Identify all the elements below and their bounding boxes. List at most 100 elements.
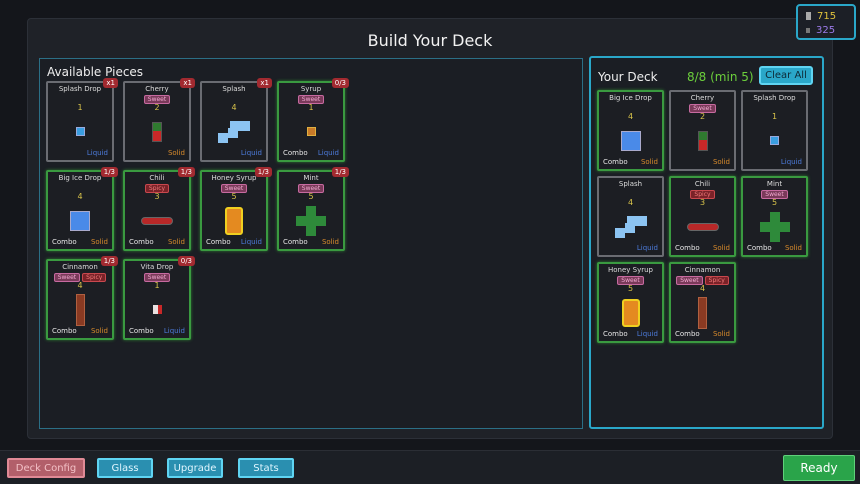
clear-all-button[interactable]: Clear All [759, 66, 813, 85]
deck-count: 8/8 (min 5) [687, 70, 754, 84]
tag-sweet: Sweet [220, 184, 248, 193]
gem-icon [806, 27, 810, 33]
ready-button[interactable]: Ready [783, 455, 855, 481]
combo-label: Combo [603, 330, 628, 338]
honey-icon [599, 296, 662, 329]
kind-label: Solid [712, 330, 730, 338]
piece-value: 5 [231, 192, 237, 201]
piece-value: 5 [627, 284, 634, 293]
your-deck-panel: Your Deck 8/8 (min 5) Clear All Big Ice … [589, 56, 824, 429]
kind-label: Solid [90, 327, 108, 335]
piece-name: Honey Syrup [607, 266, 653, 274]
tag-spicy: Spicy [144, 184, 170, 193]
piece-value: 5 [308, 192, 314, 201]
count-badge: x1 [103, 78, 118, 88]
piece-name: Vita Drop [140, 263, 174, 271]
splash-icon [599, 210, 662, 243]
piece-value: 2 [154, 103, 160, 112]
count-badge: x1 [180, 78, 195, 88]
glass-button[interactable]: Glass [97, 458, 153, 478]
combo-label: Combo [129, 238, 154, 246]
mint-icon [279, 204, 343, 237]
piece-name: Cherry [690, 94, 715, 102]
kind-label: Solid [712, 158, 730, 166]
stats-button[interactable]: Stats [238, 458, 294, 478]
piece-name: Splash [222, 85, 246, 93]
kind-label: Liquid [317, 149, 339, 157]
chili-icon [671, 210, 734, 243]
piece-name: Big Ice Drop [58, 174, 102, 182]
piece-name: Splash Drop [58, 85, 102, 93]
kind-label: Liquid [636, 244, 658, 252]
kind-label: Solid [90, 238, 108, 246]
piece-value: 1 [77, 103, 83, 112]
kind-label: Liquid [240, 238, 262, 246]
vita-icon [125, 293, 189, 326]
deck-heading: Your Deck [598, 70, 658, 84]
tag-spicy: Spicy [704, 276, 729, 285]
piece-name: Big Ice Drop [609, 94, 652, 102]
piece-value: 4 [699, 284, 706, 293]
piece-value: 4 [627, 112, 634, 121]
tag-sweet: Sweet [689, 104, 716, 113]
cherry-icon [125, 115, 189, 148]
piece-name: Honey Syrup [211, 174, 257, 182]
tag-spicy: Spicy [82, 273, 107, 282]
count-badge: 1/3 [177, 167, 195, 177]
bottom-bar: Deck Config Glass Upgrade Stats [0, 450, 860, 484]
kind-label: Solid [640, 158, 658, 166]
piece-name: Chili [149, 174, 165, 182]
piece-name: Mint [766, 180, 783, 188]
upgrade-button[interactable]: Upgrade [167, 458, 223, 478]
piece-value: 4 [77, 281, 83, 290]
kind-label: Solid [784, 244, 802, 252]
tag-sweet: Sweet [143, 273, 171, 282]
combo-label: Combo [283, 238, 308, 246]
resource-panel: 715 325 [796, 4, 856, 40]
combo-label: Combo [206, 238, 231, 246]
gold-icon [806, 12, 811, 20]
kind-label: Liquid [86, 149, 108, 157]
kind-label: Solid [167, 238, 185, 246]
piece-value: 4 [231, 103, 237, 112]
piece-value: 1 [771, 112, 778, 121]
combo-label: Combo [52, 327, 77, 335]
ice-icon [48, 204, 112, 237]
combo-label: Combo [675, 244, 700, 252]
kind-label: Liquid [780, 158, 802, 166]
piece-name: Cinnamon [62, 263, 98, 271]
count-badge: 1/3 [254, 167, 272, 177]
count-badge: 1/3 [100, 167, 118, 177]
tag-sweet: Sweet [761, 190, 788, 199]
honey-icon [202, 204, 266, 237]
count-badge: 1/3 [100, 256, 118, 266]
combo-label: Combo [603, 158, 628, 166]
chili-icon [125, 204, 189, 237]
deck-config-button[interactable]: Deck Config [7, 458, 85, 478]
count-badge: 1/3 [331, 167, 349, 177]
tag-spicy: Spicy [690, 190, 715, 199]
count-badge: x1 [257, 78, 272, 88]
tag-sweet: Sweet [53, 273, 81, 282]
piece-value: 1 [308, 103, 314, 112]
piece-name: Syrup [300, 85, 322, 93]
